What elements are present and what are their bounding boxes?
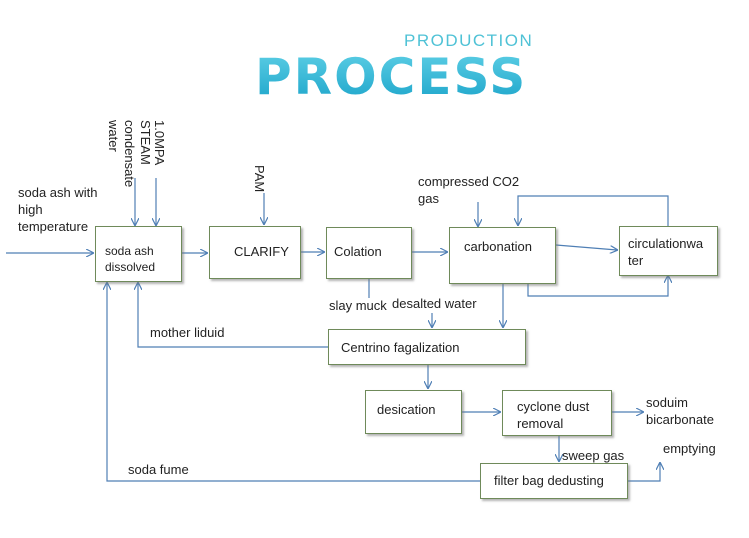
box-cyclone-dust-removal: cyclone dust removal [502,390,612,436]
box-cyclone-line1: cyclone dust [517,399,590,414]
box-filter-bag-text: filter bag dedusting [494,473,604,488]
box-circulation-water-line1: circulationwa [628,236,704,251]
label-soda-ash-high-temp-3: temperature [18,219,89,234]
box-soda-ash-dissolved: soda ash dissolved [95,226,182,282]
label-steam: STEAM [138,120,153,165]
label-sodium-bicarbonate-2: bicarbonate [646,412,714,427]
arrow-to-circulation [555,244,617,250]
label-desalted-water: desalted water [392,296,477,311]
label-sodium-bicarbonate-1: soduim [646,395,688,410]
label-emptying: emptying [663,441,716,456]
label-compressed-co2-1: compressed CO2 [418,174,520,189]
box-colation-text: Colation [334,244,382,259]
box-soda-ash-dissolved-line1: soda ash [105,244,154,258]
label-pressure: 1.0MPA [152,120,167,166]
label-pam: PAM [252,165,267,193]
box-filter-bag-dedusting: filter bag dedusting [480,463,628,499]
box-centrino-text: Centrino fagalization [341,340,460,355]
box-clarify-text: CLARIFY [234,244,289,259]
loop-circulation-top [518,195,669,238]
label-mother-liquid: mother liduid [150,325,225,340]
box-centrino-fagalization: Centrino fagalization [328,329,526,365]
box-carbonation: carbonation [449,227,556,284]
box-circulation-water-line2: ter [628,253,644,268]
header-title: PROCESS [255,48,528,106]
box-desication-text: desication [377,402,436,417]
box-cyclone-line2: removal [517,416,564,431]
box-colation: Colation [326,227,412,279]
header-subtitle: PRODUCTION [404,31,534,50]
label-soda-fume: soda fume [128,462,189,477]
box-soda-ash-dissolved-line2: dissolved [105,260,156,274]
label-compressed-co2-2: gas [418,191,439,206]
label-soda-ash-high-temp-1: soda ash with [18,185,98,200]
label-sweep-gas: sweep gas [562,448,625,463]
label-soda-ash-high-temp-2: high [18,202,43,217]
arrow-emptying [628,463,660,482]
label-condensate: condensate [122,120,137,188]
arrow-soda-fume [107,283,480,482]
label-slay-muck: slay muck [329,298,387,313]
arrow-mother-liquid [138,283,328,348]
box-carbonation-text: carbonation [464,239,532,254]
box-desication: desication [365,390,462,434]
box-clarify: CLARIFY [209,226,301,279]
box-circulation-water: circulationwa ter [619,226,718,276]
label-water: water [106,120,121,152]
loop-circulation-bottom [527,276,668,297]
